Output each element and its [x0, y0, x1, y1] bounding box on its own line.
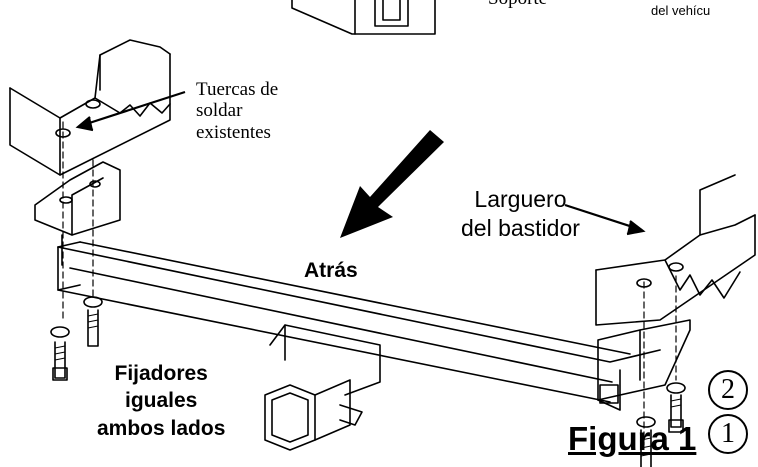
step-number-2: 2: [708, 370, 748, 410]
right-bracket: [597, 319, 691, 411]
receiver-tube: [57, 241, 661, 403]
label-fasteners-line1: Fijadores: [114, 362, 208, 385]
label-rear: Atrás: [304, 259, 358, 282]
label-vehiculo: del vehícu: [651, 3, 711, 18]
label-fasteners: Fijadores iguales ambos lados: [97, 360, 225, 442]
figure-caption: Figura 1: [568, 420, 697, 457]
label-weld-nuts-line3: existentes: [196, 121, 271, 143]
label-weld-nuts-line1: Tuercas de: [196, 79, 279, 100]
label-weld-nuts: Tuercas de soldar existentes: [196, 79, 278, 143]
top-bracket-partial: [291, 0, 436, 35]
right-frame-rail: [595, 174, 756, 326]
receiver-hitch: [264, 324, 381, 451]
weld-nuts: [55, 99, 684, 288]
bolt-threads: [54, 313, 682, 457]
step-number-1: 1: [708, 414, 748, 454]
label-soporte: Soporte: [488, 0, 547, 9]
thick-arrow-icon: [340, 130, 444, 238]
label-fasteners-line3: ambos lados: [97, 416, 226, 440]
label-frame-rail-line1: Larguero: [474, 186, 567, 212]
left-bracket: [34, 161, 121, 266]
label-fasteners-line2: iguales: [125, 389, 198, 413]
label-frame-rail-line2: del bastidor: [461, 214, 580, 241]
label-weld-nuts-line2: soldar: [196, 100, 243, 122]
leader-arrows: [75, 90, 646, 236]
label-frame-rail: Larguero del bastidor: [461, 185, 580, 243]
